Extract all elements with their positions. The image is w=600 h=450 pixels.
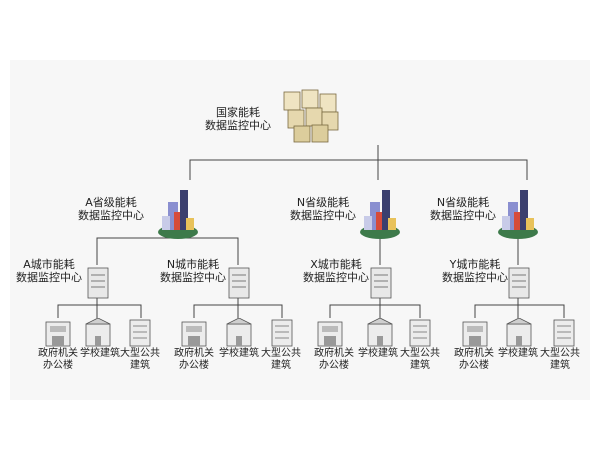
province-n-right-label-line2: 数据监控中心: [430, 209, 496, 222]
province-n-right-label-line1: N省级能耗: [436, 196, 490, 209]
building-label: 学校建筑: [498, 348, 538, 360]
city-n-label-line2: 数据监控中心: [160, 271, 226, 284]
city-a-label-line2: 数据监控中心: [16, 271, 82, 284]
building-label-line1: 政府机关: [38, 348, 78, 359]
school-building-icon: [84, 317, 112, 352]
city-n-label-line1: N城市能耗: [166, 258, 220, 271]
building-label-line2: 建筑: [410, 360, 430, 371]
province-a-buildings-icon: [158, 188, 202, 244]
government-building-icon: [461, 318, 489, 352]
building-label-line2: 建筑: [550, 360, 570, 371]
city-y-label-line2: 数据监控中心: [442, 271, 508, 284]
province-n-mid-label-line2: 数据监控中心: [290, 209, 356, 222]
building-label-line1: 大型公共: [400, 348, 440, 359]
building-label-line1: 大型公共: [540, 348, 580, 359]
city-n-server-icon: [227, 266, 251, 304]
building-label-line1: 大型公共: [120, 348, 160, 359]
public-building-icon: [270, 318, 294, 352]
national-label-line2: 数据监控中心: [205, 119, 271, 132]
building-label-line2: 办公楼: [179, 360, 209, 371]
building-label: 政府机关办公楼: [454, 348, 494, 372]
building-label-line1: 政府机关: [454, 348, 494, 359]
city-x-label-line2: 数据监控中心: [303, 271, 369, 284]
city-a-label-line1: A城市能耗: [23, 258, 75, 271]
building-label-line2: 办公楼: [319, 360, 349, 371]
government-building-icon: [316, 318, 344, 352]
building-label: 大型公共建筑: [540, 348, 580, 372]
building-label: 学校建筑: [219, 348, 259, 360]
city-y-label-line1: Y城市能耗: [449, 258, 501, 271]
building-label: 大型公共建筑: [120, 348, 160, 372]
building-label: 学校建筑: [80, 348, 120, 360]
city-x-label: X城市能耗 数据监控中心: [303, 258, 369, 284]
building-label-line2: 建筑: [130, 360, 150, 371]
province-n-right-buildings-icon: [498, 188, 542, 244]
building-label-line2: 建筑: [271, 360, 291, 371]
building-label: 大型公共建筑: [261, 348, 301, 372]
school-building-icon: [505, 317, 533, 352]
building-label-line1: 学校建筑: [358, 348, 398, 359]
province-a-label: A省级能耗 数据监控中心: [78, 196, 144, 222]
building-label: 政府机关办公楼: [38, 348, 78, 372]
national-label-line1: 国家能耗: [216, 106, 260, 119]
city-x-server-icon: [369, 266, 393, 304]
city-y-label: Y城市能耗 数据监控中心: [442, 258, 508, 284]
building-label: 政府机关办公楼: [174, 348, 214, 372]
building-label: 学校建筑: [358, 348, 398, 360]
building-label-line1: 学校建筑: [219, 348, 259, 359]
province-a-label-line1: A省级能耗: [85, 196, 137, 209]
national-label: 国家能耗 数据监控中心: [205, 106, 271, 132]
building-label: 政府机关办公楼: [314, 348, 354, 372]
province-n-right-label: N省级能耗 数据监控中心: [430, 196, 496, 222]
building-label-line1: 政府机关: [314, 348, 354, 359]
province-n-mid-buildings-icon: [360, 188, 404, 244]
school-building-icon: [366, 317, 394, 352]
government-building-icon: [44, 318, 72, 352]
city-a-server-icon: [86, 266, 110, 304]
public-building-icon: [552, 318, 576, 352]
building-label-line1: 政府机关: [174, 348, 214, 359]
province-n-mid-label-line1: N省级能耗: [296, 196, 350, 209]
city-a-label: A城市能耗 数据监控中心: [16, 258, 82, 284]
building-label-line2: 办公楼: [43, 360, 73, 371]
building-label: 大型公共建筑: [400, 348, 440, 372]
building-label-line2: 办公楼: [459, 360, 489, 371]
building-label-line1: 学校建筑: [80, 348, 120, 359]
city-x-label-line1: X城市能耗: [310, 258, 362, 271]
city-n-label: N城市能耗 数据监控中心: [160, 258, 226, 284]
public-building-icon: [408, 318, 432, 352]
city-y-server-icon: [507, 266, 531, 304]
province-n-mid-label: N省级能耗 数据监控中心: [290, 196, 356, 222]
public-building-icon: [128, 318, 152, 352]
building-label-line1: 大型公共: [261, 348, 301, 359]
province-a-label-line2: 数据监控中心: [78, 209, 144, 222]
building-label-line1: 学校建筑: [498, 348, 538, 359]
government-building-icon: [180, 318, 208, 352]
school-building-icon: [225, 317, 253, 352]
national-server-cluster-icon: [282, 88, 342, 150]
